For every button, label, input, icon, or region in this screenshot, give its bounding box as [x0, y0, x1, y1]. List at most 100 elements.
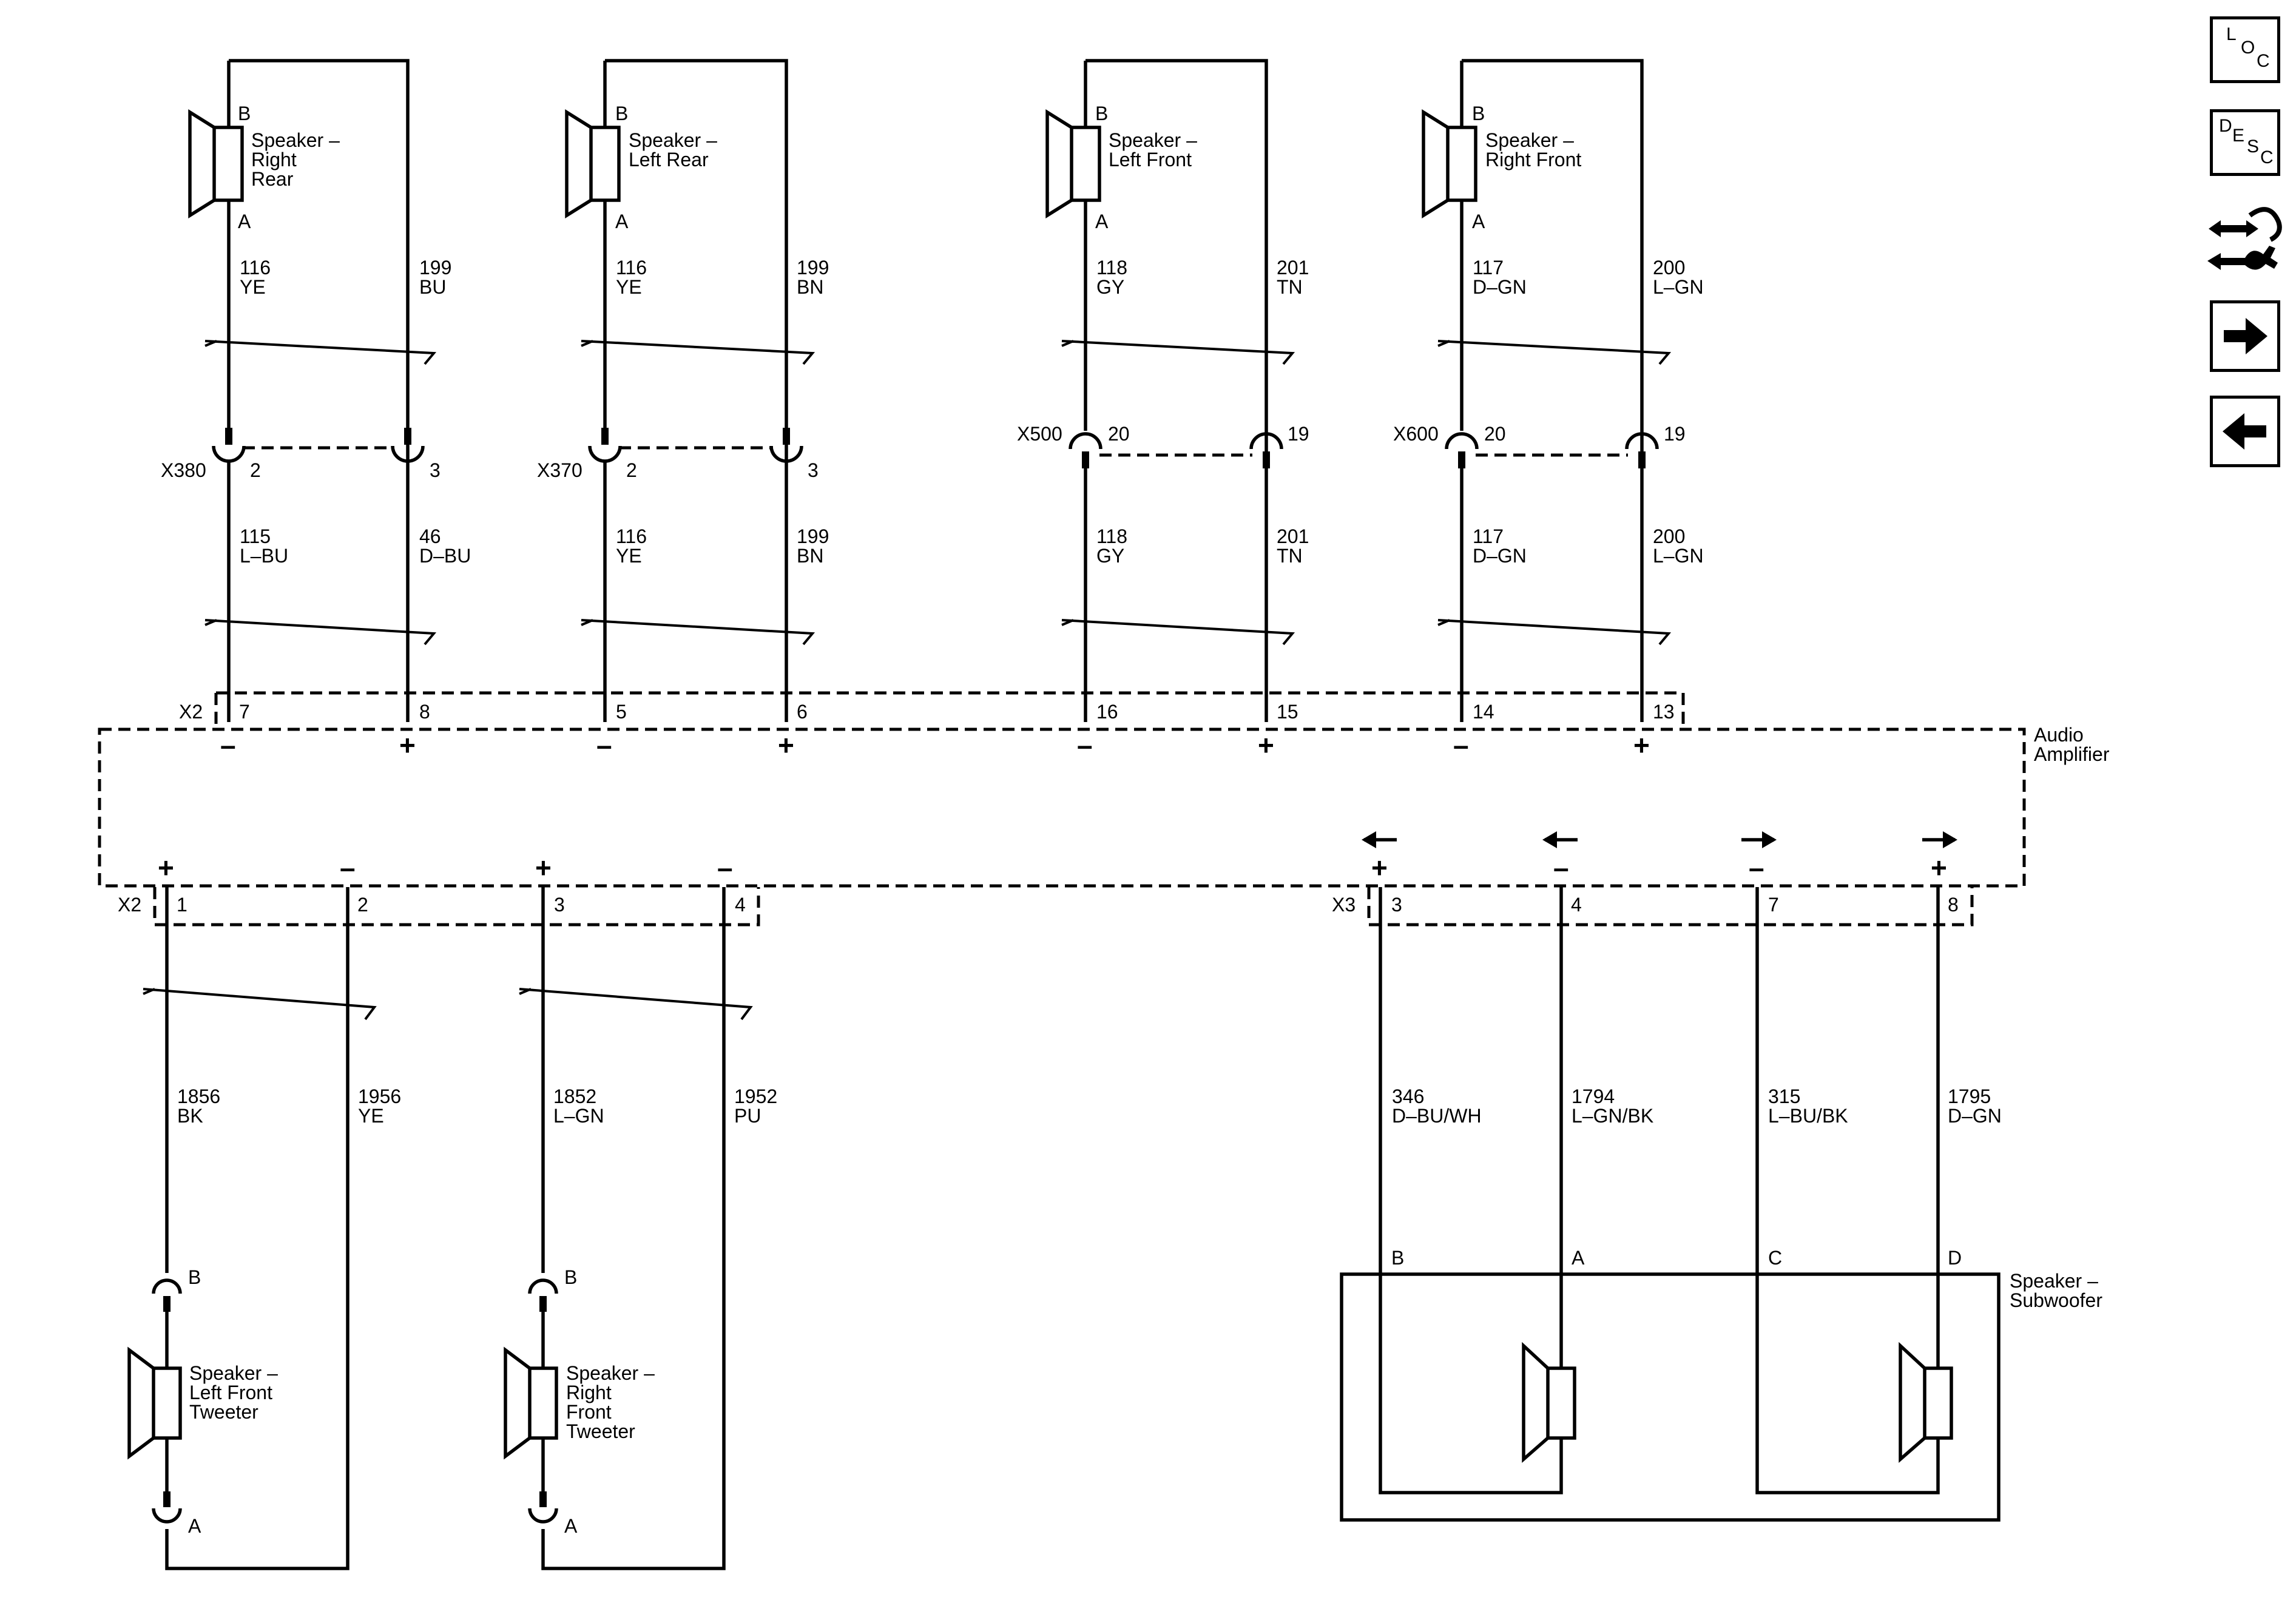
- pin-label: B: [238, 103, 251, 124]
- arrow-left-icon: [1542, 831, 1578, 848]
- loc-letter: L: [2226, 24, 2237, 44]
- speaker-magnet: [1546, 1366, 1576, 1440]
- speaker-cone-icon: [127, 1346, 155, 1460]
- wire-loop-left-rear: [605, 59, 788, 722]
- wire-loop-right-rear: [229, 59, 410, 722]
- circuit-number: 116: [616, 257, 647, 279]
- connector-label: X380: [161, 459, 206, 481]
- circuit-number: 1795: [1948, 1085, 1991, 1107]
- polarity-mark: +: [535, 852, 552, 883]
- pin-label: A: [1572, 1247, 1585, 1269]
- desc-button[interactable]: D E S C: [2210, 109, 2280, 176]
- speaker-label: Speaker –: [2010, 1270, 2098, 1292]
- speaker-label: Speaker –: [1109, 129, 1197, 151]
- wire-color: D–GN: [1473, 545, 1527, 567]
- audio-amplifier: X2 Audio Amplifier 7 8 5 6 16 15 14 13 –…: [98, 691, 2110, 927]
- polarity-mark: +: [158, 852, 174, 883]
- speaker-cone-icon: [188, 109, 215, 218]
- wire-color: YE: [616, 276, 642, 298]
- circuit-number: 201: [1277, 257, 1309, 279]
- speaker-cone-icon: [1522, 1342, 1549, 1463]
- pin-label: 2: [250, 459, 261, 481]
- connector-label: X2: [179, 701, 203, 723]
- arrow-left-icon: [2223, 413, 2266, 450]
- pin-label: 2: [357, 894, 368, 916]
- arrow-left-icon: [1362, 831, 1397, 848]
- loc-letter: O: [2241, 38, 2255, 58]
- polarity-mark: –: [1749, 852, 1764, 883]
- wire-color: L–GN: [1653, 276, 1704, 298]
- polarity-mark: –: [717, 852, 733, 883]
- pin-label: A: [564, 1515, 578, 1537]
- circuit-number: 115: [240, 525, 271, 547]
- pin-label: 20: [1108, 423, 1130, 445]
- circuit-number: 346: [1392, 1085, 1424, 1107]
- wire-color: D–BU: [419, 545, 471, 567]
- pin-label: 3: [1391, 894, 1402, 916]
- wire-color: TN: [1277, 545, 1303, 567]
- speaker-label: Right Front: [1485, 149, 1581, 170]
- speaker-label: Speaker –: [1485, 129, 1574, 151]
- wire-color: BN: [797, 276, 823, 298]
- pin-label: 13: [1653, 701, 1675, 723]
- desc-letter: D: [2219, 116, 2232, 136]
- speaker-label: Left Front: [1109, 149, 1192, 170]
- circuit-number: 1794: [1572, 1085, 1615, 1107]
- desc-letter: C: [2260, 147, 2274, 167]
- pin-label: 20: [1484, 423, 1506, 445]
- circuit-number: 1956: [358, 1085, 401, 1107]
- speaker-cone-icon: [1045, 109, 1073, 218]
- desc-letter: E: [2232, 126, 2245, 146]
- circuit-number: 199: [797, 257, 829, 279]
- wire-labels-upper: 116 YE 199 BU 116 YE 199 BN 118 GY 201 T…: [240, 257, 1704, 298]
- wire-color: L–GN: [1653, 545, 1704, 567]
- wire-labels-middle: 115 L–BU 46 D–BU 116 YE 199 BN 118 GY 20…: [240, 525, 1704, 567]
- wire-color: L–GN/BK: [1572, 1105, 1653, 1127]
- speaker-right-rear: B Speaker – Right Rear A: [188, 59, 410, 722]
- wire-loop-rf-tweeter: [541, 887, 726, 1570]
- speaker-label: Right: [566, 1382, 612, 1403]
- speaker-label: Speaker –: [251, 129, 340, 151]
- circuit-number: 46: [419, 525, 441, 547]
- speaker-right-front-tweeter: B Speaker – Right Front Tweeter A: [504, 887, 726, 1570]
- pin-label: A: [238, 211, 251, 232]
- speaker-label: Speaker –: [566, 1362, 655, 1384]
- circuit-number: 199: [797, 525, 829, 547]
- wire-color: GY: [1096, 276, 1124, 298]
- pin-label: 3: [808, 459, 819, 481]
- connector-label: X600: [1393, 423, 1439, 445]
- wire-labels-lower: 1856 BK 1956 YE 1852 L–GN 1952 PU 346 D–…: [177, 1085, 2002, 1127]
- speaker-left-front-tweeter: B Speaker – Left Front Tweeter A: [127, 887, 349, 1570]
- speaker-magnet: [1923, 1366, 1953, 1440]
- pin-label: 14: [1473, 701, 1494, 723]
- speaker-label: Subwoofer: [2010, 1289, 2102, 1311]
- diagnostic-tool-button[interactable]: [2203, 203, 2288, 282]
- polarity-mark: +: [778, 729, 794, 761]
- speaker-label: Left Rear: [629, 149, 709, 170]
- polarity-mark: –: [1077, 729, 1093, 761]
- pin-label: 19: [1664, 423, 1686, 445]
- pin-label: B: [1391, 1247, 1404, 1269]
- wire-loop-subwoofer-2: [1755, 887, 1940, 1494]
- wrench-arrows-icon: [2207, 207, 2282, 270]
- wire-color: YE: [358, 1105, 384, 1127]
- pin-label: A: [1472, 211, 1485, 232]
- wire-loop-right-front: [1462, 59, 1644, 722]
- pin-label: C: [1768, 1247, 1782, 1269]
- polarity-mark: –: [1553, 852, 1569, 883]
- back-button[interactable]: [2210, 396, 2280, 467]
- wire-color: D–GN: [1473, 276, 1527, 298]
- loc-button[interactable]: L O C: [2210, 16, 2280, 83]
- pin-label: 7: [239, 701, 250, 723]
- component-label: Audio: [2034, 724, 2084, 746]
- pin-label: 3: [430, 459, 441, 481]
- pin-label: 6: [797, 701, 808, 723]
- next-button[interactable]: [2210, 300, 2280, 372]
- wire-color: PU: [734, 1105, 761, 1127]
- wire-color: L–BU: [240, 545, 288, 567]
- wire-color: YE: [616, 545, 642, 567]
- polarity-mark: –: [220, 729, 236, 761]
- pin-label: 1: [177, 894, 187, 916]
- speaker-cone-icon: [1899, 1342, 1926, 1463]
